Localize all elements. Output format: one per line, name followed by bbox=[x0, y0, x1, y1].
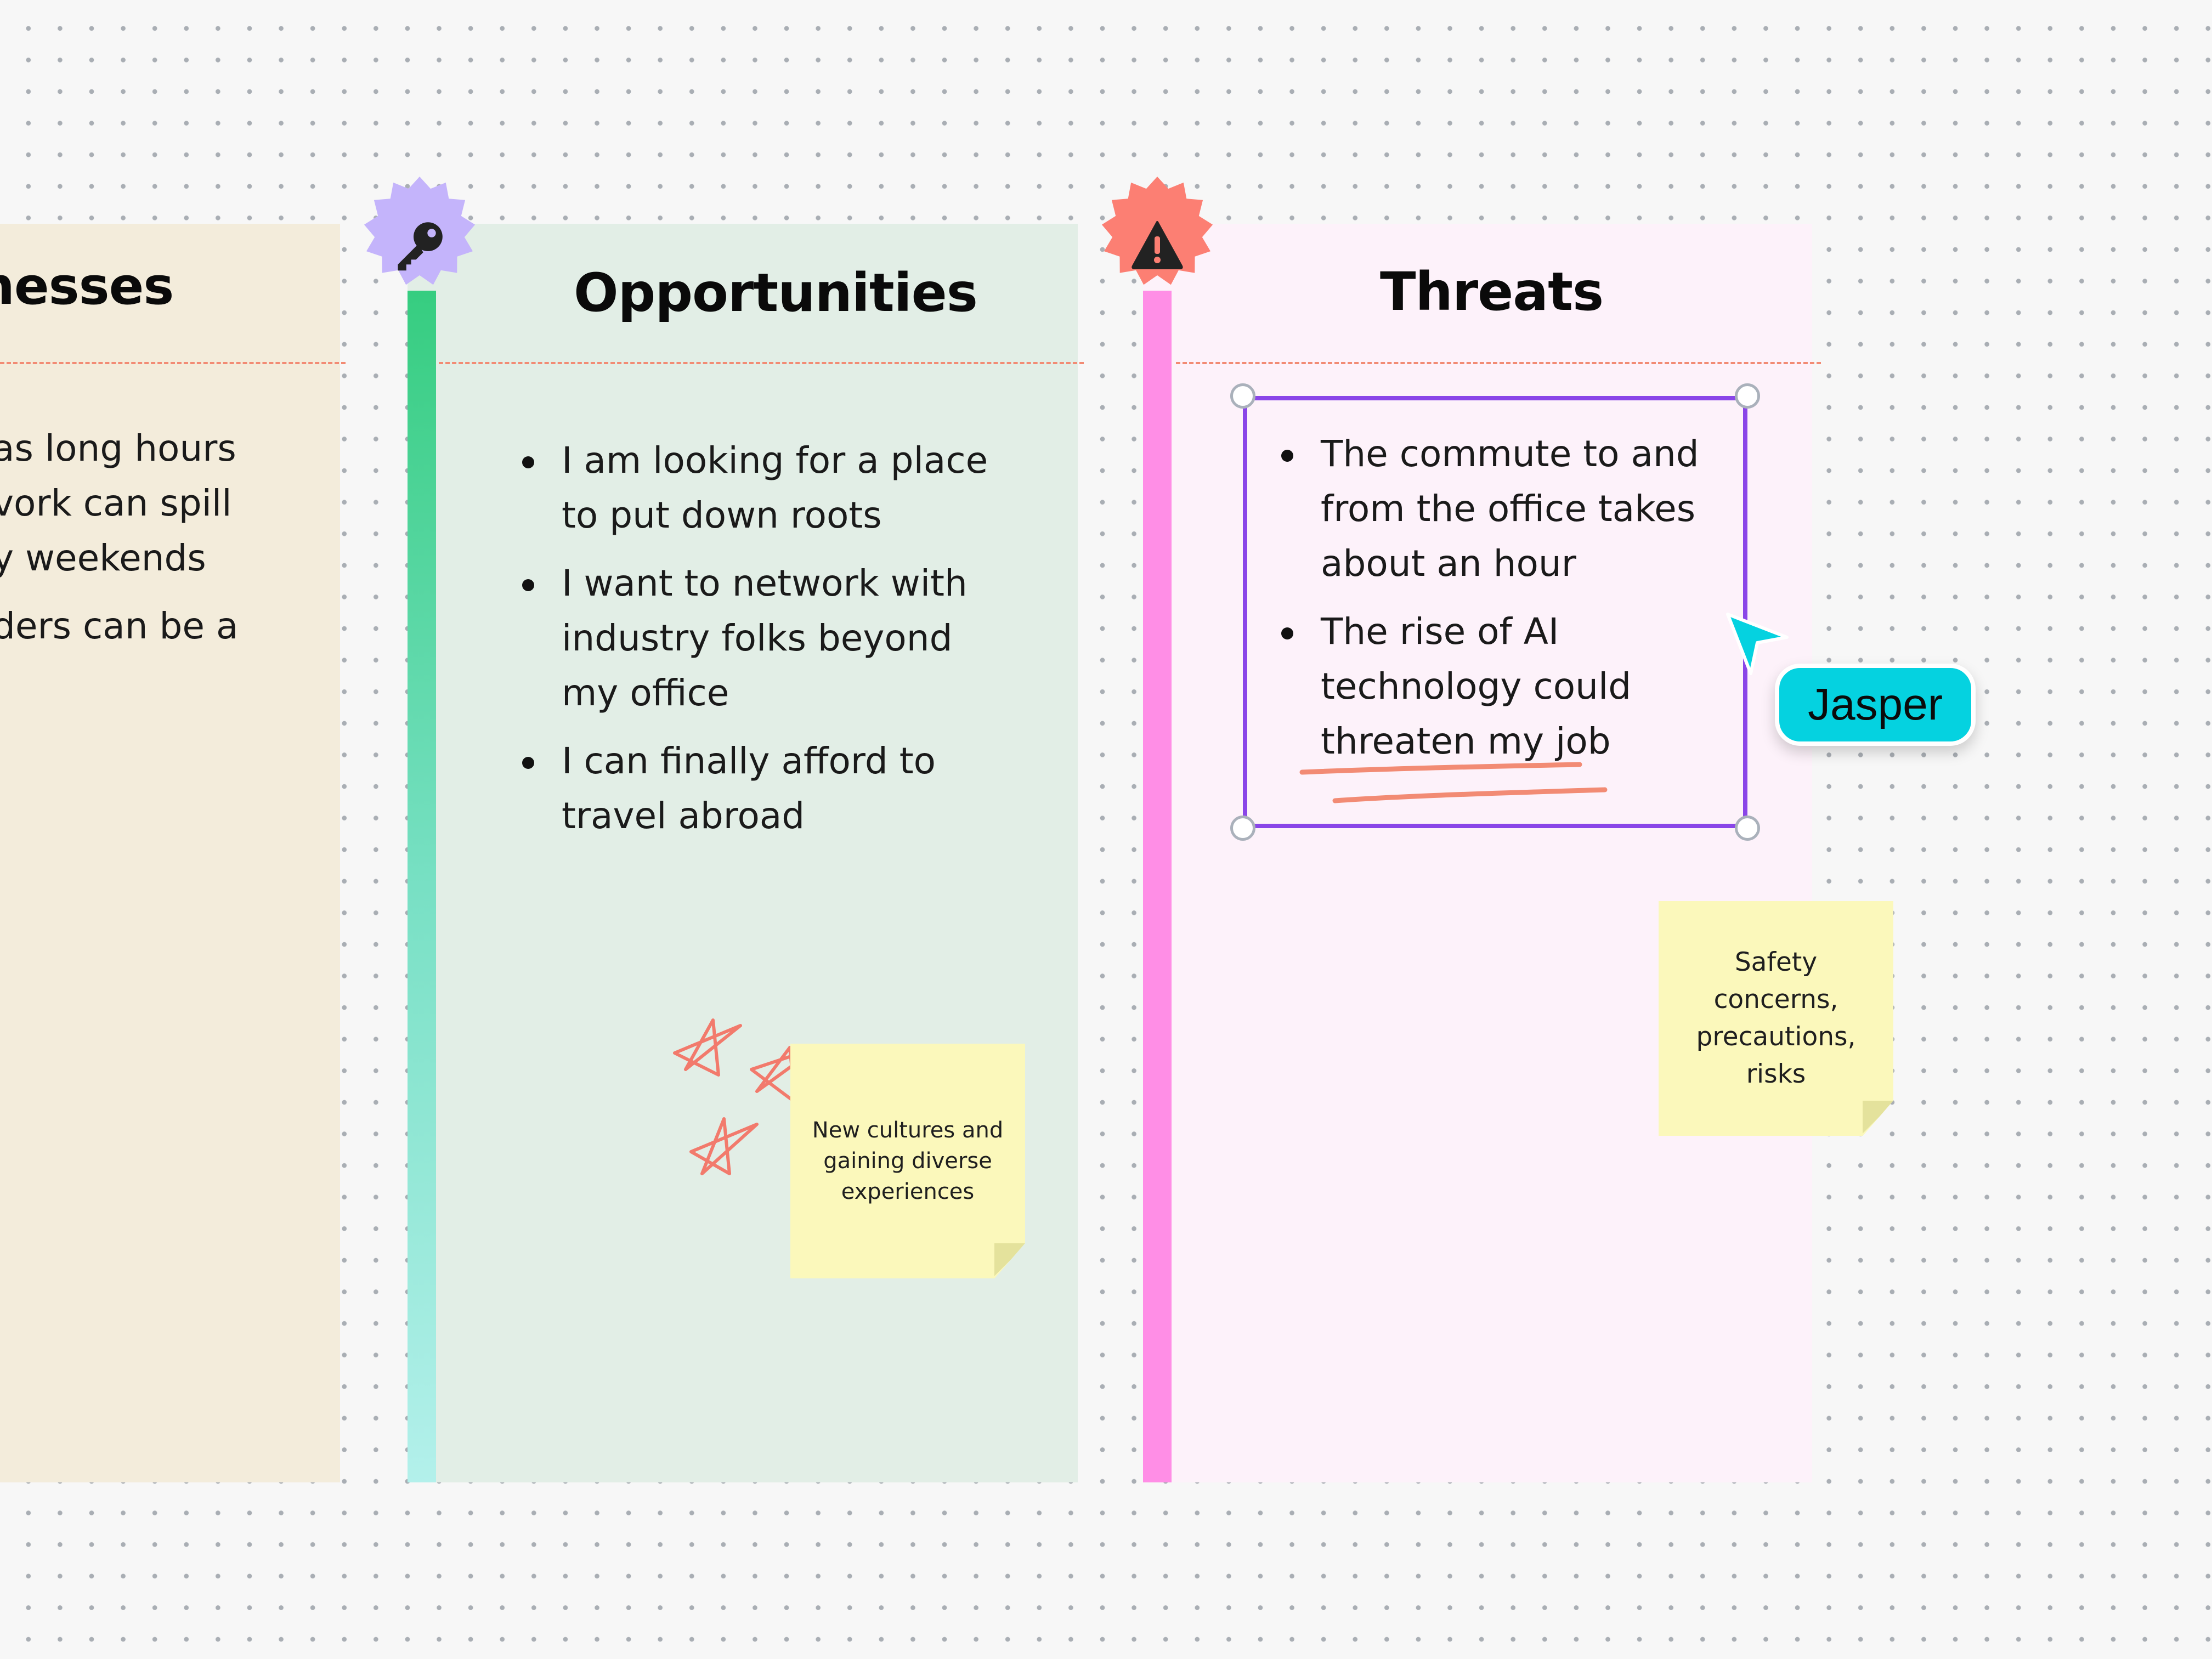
warning-icon bbox=[1132, 221, 1183, 269]
threats-title[interactable]: Threats bbox=[1380, 261, 1604, 322]
key-icon bbox=[398, 222, 443, 271]
resize-handle-top-right[interactable] bbox=[1735, 383, 1760, 409]
weaknesses-text[interactable]: as long hours vork can spill y weekends … bbox=[0, 421, 238, 654]
weaknesses-line: ders can be a bbox=[0, 605, 239, 647]
threats-column bbox=[1143, 224, 1812, 1482]
list-item: The rise of AI technology could threaten… bbox=[1281, 604, 1731, 769]
sticky-note-fold bbox=[1863, 1100, 1893, 1136]
opportunities-title[interactable]: Opportunities bbox=[574, 262, 978, 324]
weaknesses-title[interactable]: nesses bbox=[0, 257, 174, 316]
underline-annotation bbox=[1299, 762, 1608, 803]
threats-text[interactable]: The commute to and from the office takes… bbox=[1281, 427, 1731, 782]
sticky-note-opportunities[interactable]: New cultures and gaining diverse experie… bbox=[790, 1044, 1025, 1278]
collaborator-name-tag: Jasper bbox=[1775, 664, 1976, 746]
list-item: I am looking for a place to put down roo… bbox=[522, 433, 994, 543]
threats-badge bbox=[1089, 177, 1226, 314]
collaborator-cursor-icon bbox=[1726, 613, 1789, 675]
resize-handle-bottom-right[interactable] bbox=[1735, 816, 1760, 841]
list-item: I want to network with industry folks be… bbox=[522, 556, 994, 721]
sticky-note-threats[interactable]: Safety concerns, precautions, risks bbox=[1659, 901, 1893, 1136]
resize-handle-bottom-left[interactable] bbox=[1230, 816, 1255, 841]
opportunities-badge bbox=[351, 177, 488, 314]
list-item: The commute to and from the office takes… bbox=[1281, 427, 1731, 591]
weaknesses-column bbox=[0, 224, 340, 1482]
weaknesses-line: as long hours bbox=[0, 427, 236, 469]
selection-frame[interactable] bbox=[1243, 396, 1747, 828]
opportunities-divider bbox=[439, 362, 1084, 364]
threats-accent-strip bbox=[1143, 291, 1172, 1482]
sticky-note-text: Safety concerns, precautions, risks bbox=[1696, 947, 1856, 1089]
weaknesses-line: vork can spill bbox=[0, 482, 232, 524]
sticky-note-text: New cultures and gaining diverse experie… bbox=[812, 1118, 1004, 1204]
opportunities-accent-strip bbox=[408, 291, 436, 1482]
list-item: I can finally afford to travel abroad bbox=[522, 734, 994, 843]
resize-handle-top-left[interactable] bbox=[1230, 383, 1255, 409]
weaknesses-line: y weekends bbox=[0, 537, 206, 579]
weaknesses-divider bbox=[0, 362, 346, 364]
opportunities-list: I am looking for a place to put down roo… bbox=[522, 433, 994, 843]
threats-divider bbox=[1176, 362, 1821, 364]
threats-list: The commute to and from the office takes… bbox=[1281, 427, 1731, 769]
opportunities-text[interactable]: I am looking for a place to put down roo… bbox=[522, 433, 994, 857]
